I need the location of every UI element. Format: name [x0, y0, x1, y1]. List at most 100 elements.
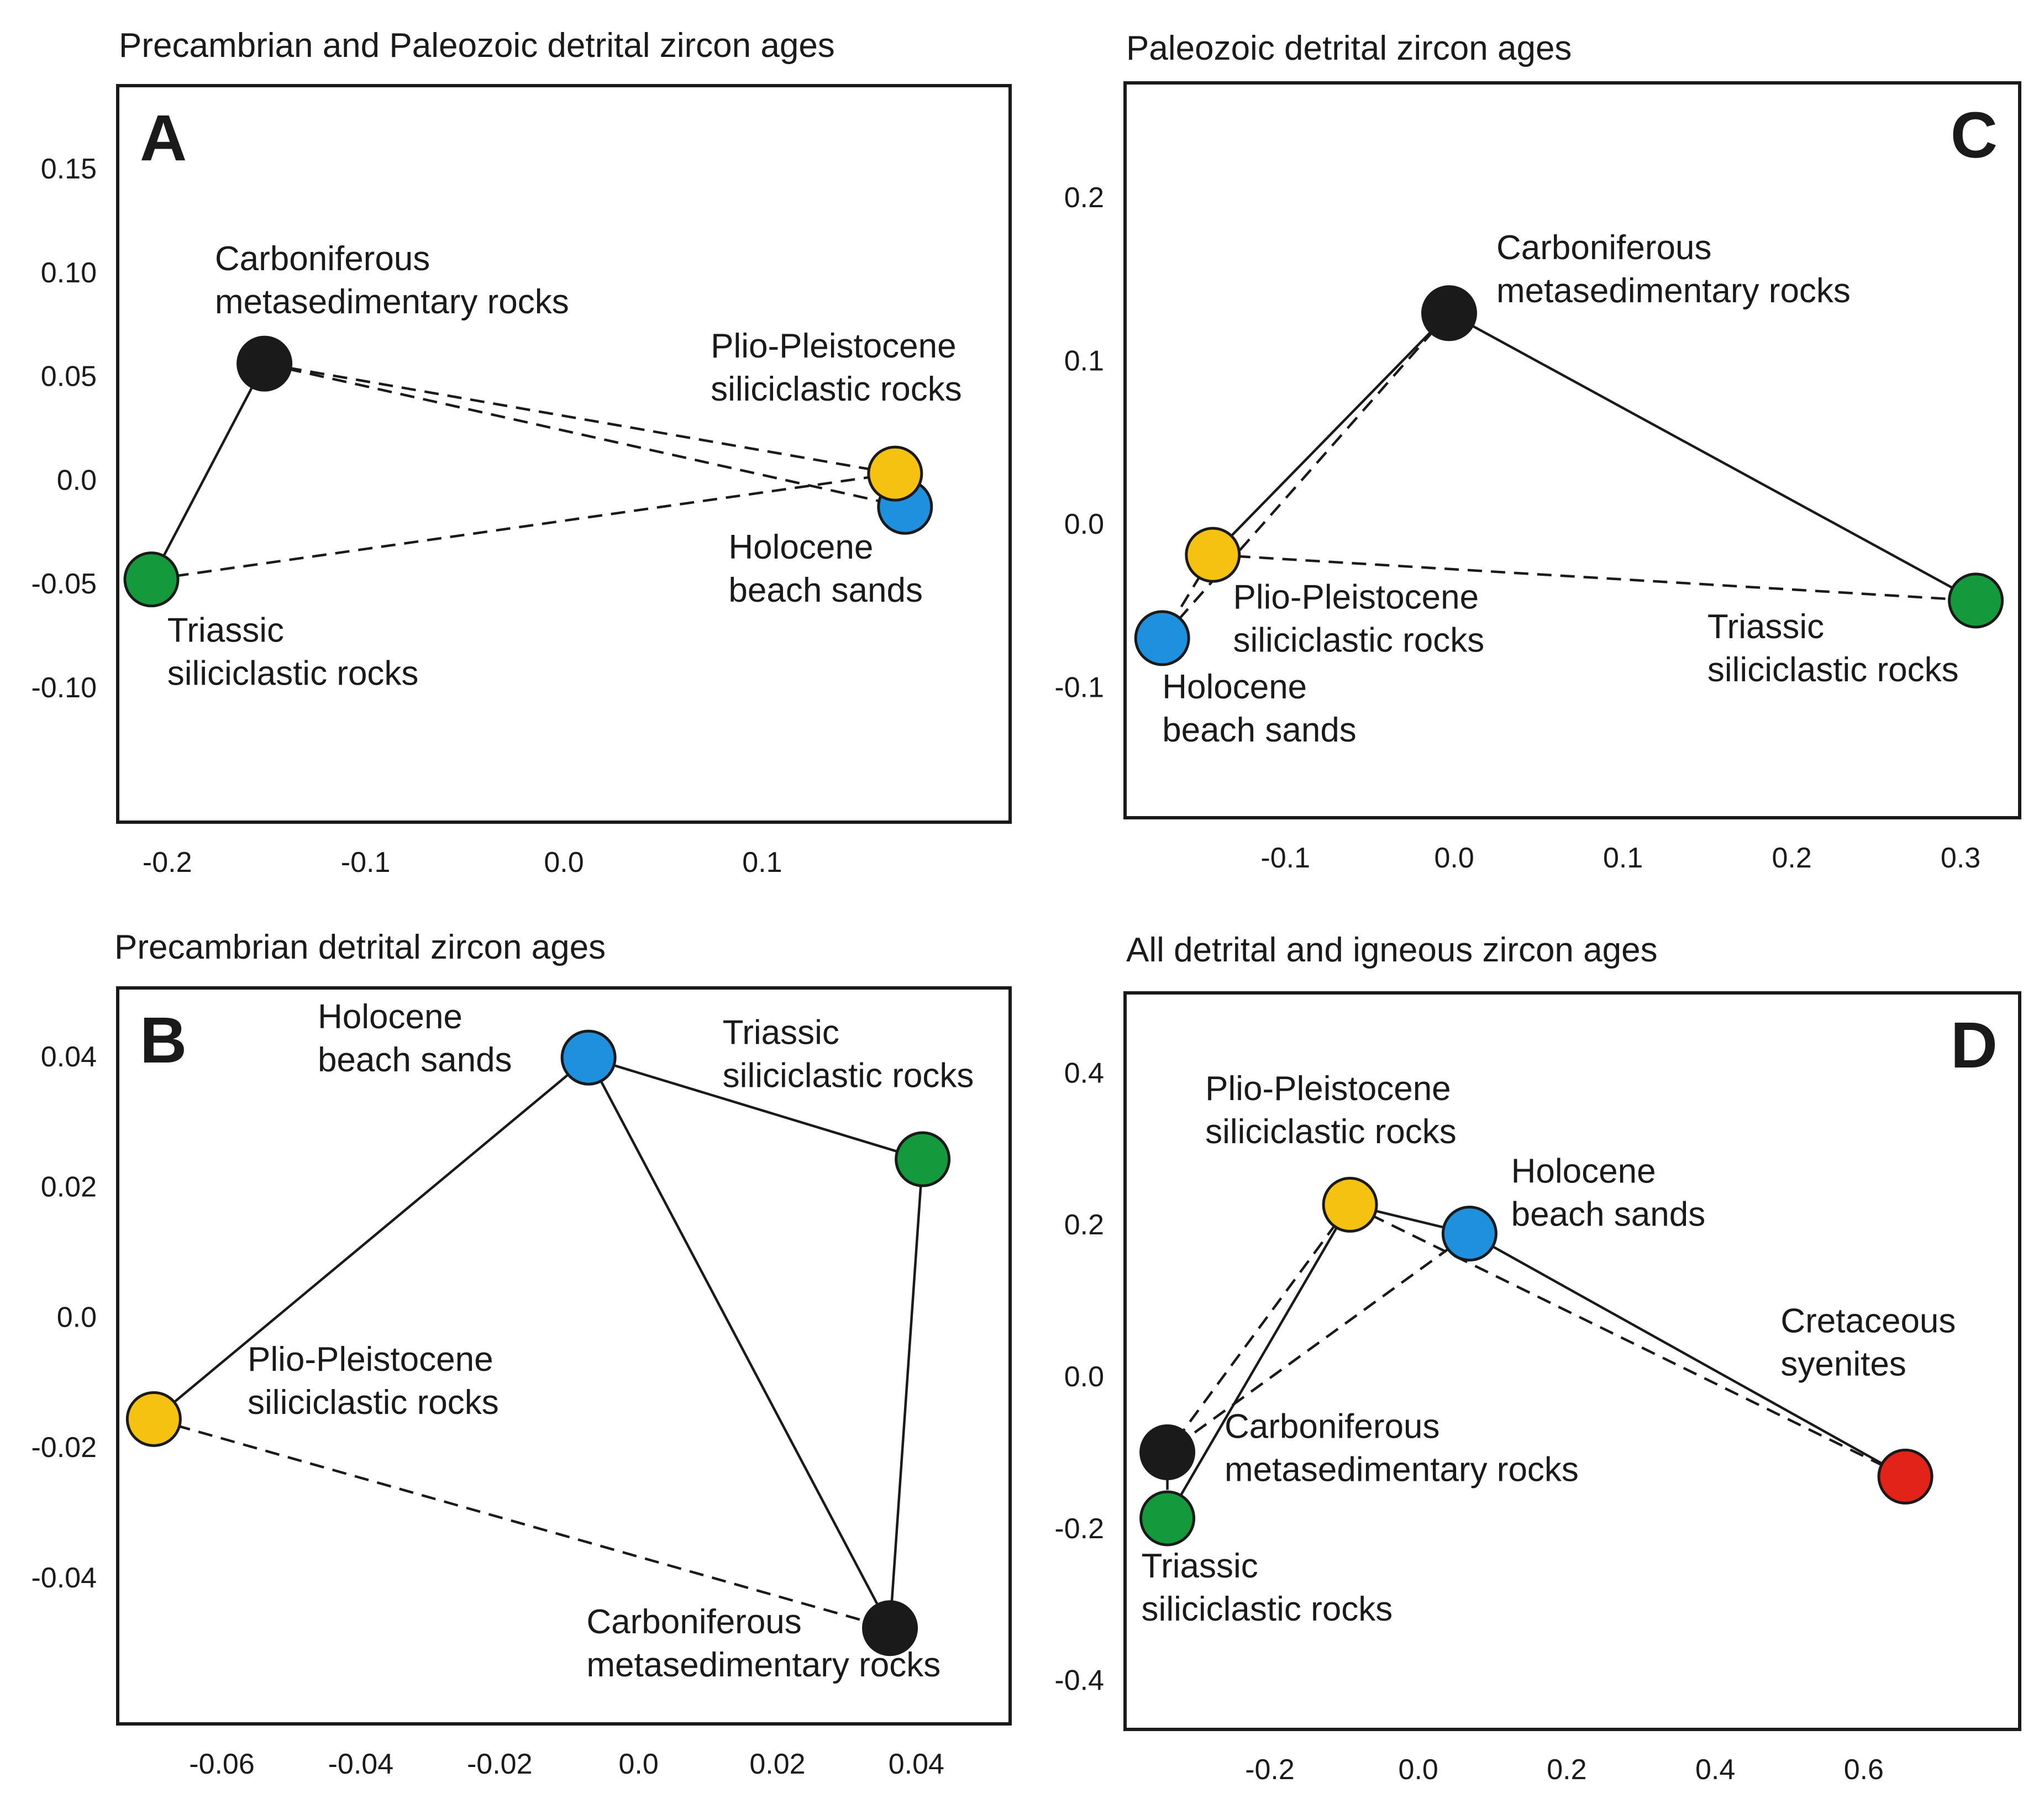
x-tick-label: 0.4 [1695, 1754, 1735, 1786]
point-label-carboniferous: Carboniferous metasedimentary rocks [586, 1603, 940, 1684]
point-label-line: siliciclastic rocks [248, 1384, 499, 1422]
point-label-line: beach sands [1511, 1196, 1706, 1234]
y-tick-label: 0.0 [1064, 508, 1104, 540]
point-cretaceous [1877, 1448, 1933, 1505]
point-label-triassic: Triassic siliciclastic rocks [167, 611, 419, 692]
point-plio-pleistocene [125, 1391, 182, 1447]
point-label-holocene: Holocene beach sands [1511, 1153, 1706, 1234]
plot-frame [1123, 81, 2021, 819]
link-holocene-to-triassic [588, 1056, 923, 1161]
panel-a: Precambrian and Paleozoic detrital zirco… [31, 27, 1012, 879]
point-label-line: beach sands [728, 571, 923, 609]
point-triassic [123, 551, 180, 608]
link-carboniferous-to-triassic [150, 363, 266, 580]
x-tick-label: 0.04 [889, 1748, 944, 1780]
y-tick-label: -0.05 [31, 568, 97, 600]
x-tick-label: -0.1 [341, 846, 391, 879]
point-holocene [1134, 610, 1190, 666]
point-label-line: siliciclastic rocks [1142, 1590, 1393, 1628]
point-label-line: siliciclastic rocks [167, 654, 419, 692]
point-label-line: Triassic [167, 611, 284, 649]
link-plio-pleistocene-to-carboniferous [1166, 1204, 1351, 1453]
point-label-line: Carboniferous [586, 1603, 801, 1641]
x-tick-label: 0.0 [544, 846, 584, 879]
point-triassic [1948, 572, 2004, 629]
point-holocene [1441, 1206, 1497, 1262]
x-tick-label: -0.2 [1245, 1754, 1295, 1786]
link-carboniferous-to-plio-pleistocene [264, 362, 896, 475]
point-label-line: metasedimentary rocks [215, 283, 569, 321]
point-carboniferous [1421, 285, 1478, 341]
y-tick-label: 0.15 [41, 153, 97, 185]
link-plio-pleistocene-to-triassic [1212, 553, 1976, 602]
link-holocene-to-cretaceous [1469, 1232, 1906, 1478]
point-carboniferous [862, 1600, 918, 1656]
point-holocene [560, 1029, 617, 1086]
point-label-holocene: Holocene beach sands [318, 998, 512, 1079]
point-label-carboniferous: Carboniferous metasedimentary rocks [215, 240, 569, 321]
point-label-line: metasedimentary rocks [1496, 272, 1851, 310]
panel-letter: D [1951, 1009, 1998, 1082]
y-tick-label: 0.04 [41, 1041, 97, 1073]
link-holocene-to-carboniferous [1167, 1232, 1470, 1454]
link-holocene-to-plio-pleistocene [153, 1056, 590, 1421]
point-label-line: Plio-Pleistocene [248, 1340, 493, 1379]
point-label-line: Triassic [1142, 1547, 1258, 1585]
x-tick-label: 0.2 [1772, 842, 1811, 874]
point-label-plio-pleistocene: Plio-Pleistocene siliciclastic rocks [1233, 578, 1485, 660]
point-label-line: Plio-Pleistocene [711, 327, 957, 365]
y-tick-label: 0.1 [1064, 345, 1104, 377]
point-label-line: siliciclastic rocks [723, 1056, 974, 1095]
x-tick-label: 0.2 [1547, 1754, 1586, 1786]
y-tick-label: -0.1 [1054, 672, 1104, 704]
point-label-line: Carboniferous [1225, 1407, 1439, 1445]
point-label-triassic: Triassic siliciclastic rocks [1142, 1547, 1393, 1628]
point-triassic [895, 1131, 951, 1187]
y-tick-label: 0.2 [1064, 182, 1104, 214]
x-tick-label: 0.0 [1435, 842, 1474, 874]
point-label-line: Carboniferous [215, 240, 430, 278]
y-tick-label: 0.0 [57, 1301, 97, 1333]
point-label-line: Plio-Pleistocene [1205, 1070, 1451, 1108]
link-carboniferous-to-holocene [264, 362, 906, 508]
panel-letter: B [140, 1004, 187, 1077]
x-tick-label: 0.3 [1941, 842, 1980, 874]
point-label-line: Holocene [318, 998, 463, 1036]
panel-b-title: Precambrian detrital zircon ages [114, 928, 606, 966]
y-tick-label: 0.0 [1064, 1361, 1104, 1393]
x-tick-label: 0.0 [618, 1748, 658, 1780]
point-label-line: beach sands [318, 1041, 512, 1079]
y-tick-label: 0.10 [41, 257, 97, 289]
x-tick-label: -0.04 [328, 1748, 394, 1780]
point-label-line: Holocene [1162, 668, 1307, 706]
point-label-line: Holocene [1511, 1153, 1656, 1191]
link-triassic-to-plio-pleistocene [151, 472, 896, 581]
panel-d: All detrital and igneous zircon agesD-0.… [1054, 931, 2021, 1786]
point-carboniferous [1139, 1424, 1196, 1480]
point-plio-pleistocene [867, 445, 923, 502]
y-tick-label: 0.0 [57, 464, 97, 496]
x-tick-label: -0.02 [467, 1748, 533, 1780]
x-tick-label: 0.1 [1603, 842, 1643, 874]
point-label-line: siliciclastic rocks [1233, 622, 1485, 660]
point-label-triassic: Triassic siliciclastic rocks [723, 1013, 974, 1095]
point-label-line: metasedimentary rocks [586, 1646, 940, 1684]
link-carboniferous-to-plio-pleistocene [1212, 312, 1451, 556]
plot-frame [116, 84, 1012, 824]
x-tick-label: 0.02 [749, 1748, 805, 1780]
point-plio-pleistocene [1322, 1176, 1378, 1233]
y-tick-label: 0.02 [41, 1171, 97, 1203]
point-label-line: Triassic [1707, 608, 1824, 646]
point-label-line: Cretaceous [1780, 1302, 1956, 1340]
point-label-line: Plio-Pleistocene [1233, 578, 1479, 617]
point-label-line: Triassic [723, 1013, 839, 1051]
y-tick-label: -0.10 [31, 672, 97, 704]
